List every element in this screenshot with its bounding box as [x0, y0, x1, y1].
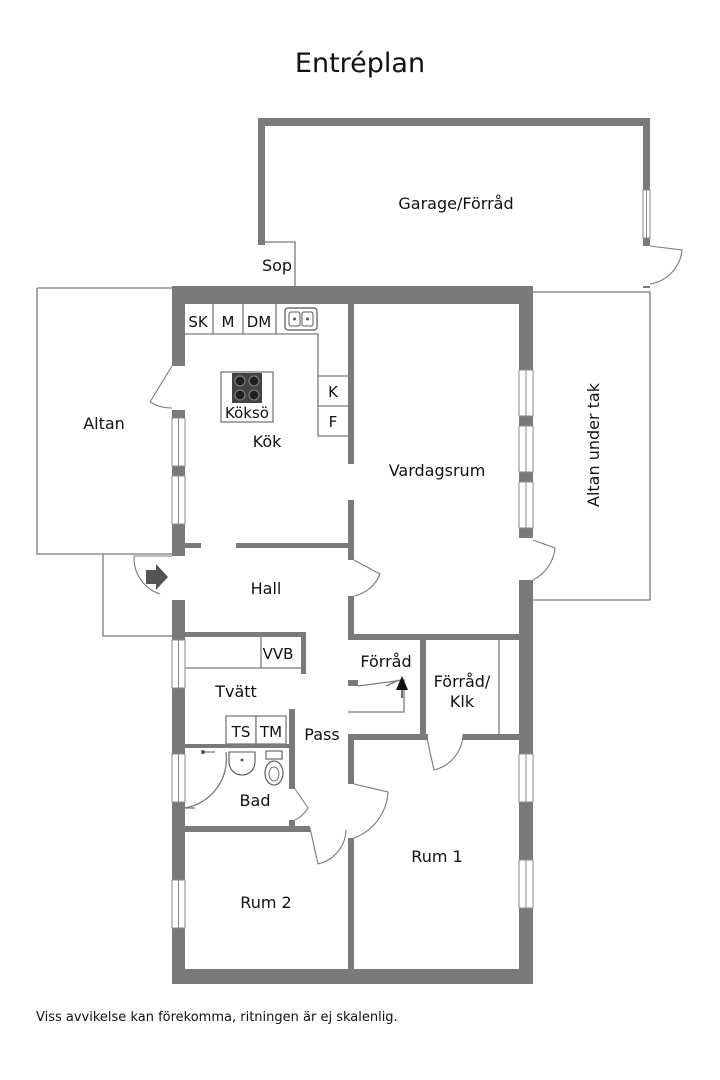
room-label-garage: Garage/Förråd	[398, 194, 513, 213]
altan-outline	[36, 287, 172, 555]
appliance-dm: DM	[247, 313, 272, 331]
shower-curve	[184, 751, 228, 809]
room-label-altan-under-tak: Altan under tak	[584, 382, 603, 507]
room-label-sop: Sop	[262, 256, 292, 275]
disclaimer-note: Viss avvikelse kan förekomma, ritningen …	[36, 1010, 398, 1025]
stove-icon	[232, 373, 262, 403]
shower-icon	[201, 750, 215, 754]
kitchen-island-label: Köksö	[225, 404, 269, 422]
appliance-tm: TM	[259, 723, 282, 741]
window	[642, 189, 651, 239]
window	[518, 369, 534, 417]
stair-outline	[348, 679, 405, 713]
door-openings	[172, 246, 650, 600]
sink-icon	[284, 307, 318, 331]
window	[171, 475, 186, 525]
window	[171, 879, 186, 929]
laundry-counter	[185, 637, 301, 669]
altan-under-tak-outline	[532, 291, 651, 601]
window	[171, 417, 186, 467]
appliance-k: K	[328, 383, 339, 401]
window	[171, 639, 186, 689]
windows	[171, 189, 651, 929]
room-label-forrad: Förråd	[360, 652, 411, 671]
window	[518, 753, 534, 803]
sop-outline	[258, 241, 296, 286]
appliance-ts: TS	[231, 723, 251, 741]
room-label-tvatt: Tvätt	[214, 682, 257, 701]
room-label-rum1: Rum 1	[411, 847, 462, 866]
door-swings	[133, 245, 683, 865]
appliance-vvb: VVB	[263, 645, 294, 663]
room-label-bad: Bad	[240, 791, 271, 810]
toilet-icon	[264, 750, 284, 786]
basin-icon	[228, 751, 256, 776]
room-label-altan: Altan	[83, 414, 125, 433]
room-label-hall: Hall	[251, 579, 282, 598]
entrance-arrow-icon	[146, 564, 168, 590]
appliance-f: F	[329, 413, 338, 431]
appliance-m: M	[222, 313, 235, 331]
appliance-sk: SK	[188, 313, 209, 331]
plan-title: Entréplan	[294, 48, 426, 79]
window	[518, 481, 534, 529]
room-label-kok: Kök	[253, 432, 282, 451]
window	[171, 753, 186, 803]
room-label-rum2: Rum 2	[240, 893, 291, 912]
ts-box	[225, 715, 257, 745]
room-label-forrad-klk-line2: Klk	[450, 692, 475, 711]
room-label-forrad-klk-line1: Förråd/	[434, 672, 491, 691]
window	[518, 425, 534, 473]
stair-arrow-icon	[396, 676, 408, 690]
kitchen-counter	[185, 333, 348, 437]
tm-box	[255, 715, 287, 745]
interior-walls	[185, 304, 519, 969]
window	[518, 859, 534, 909]
stair-line	[385, 679, 400, 687]
room-label-pass: Pass	[304, 725, 339, 744]
room-label-vardagsrum: Vardagsrum	[389, 461, 486, 480]
entry-platform-outline	[102, 554, 172, 637]
